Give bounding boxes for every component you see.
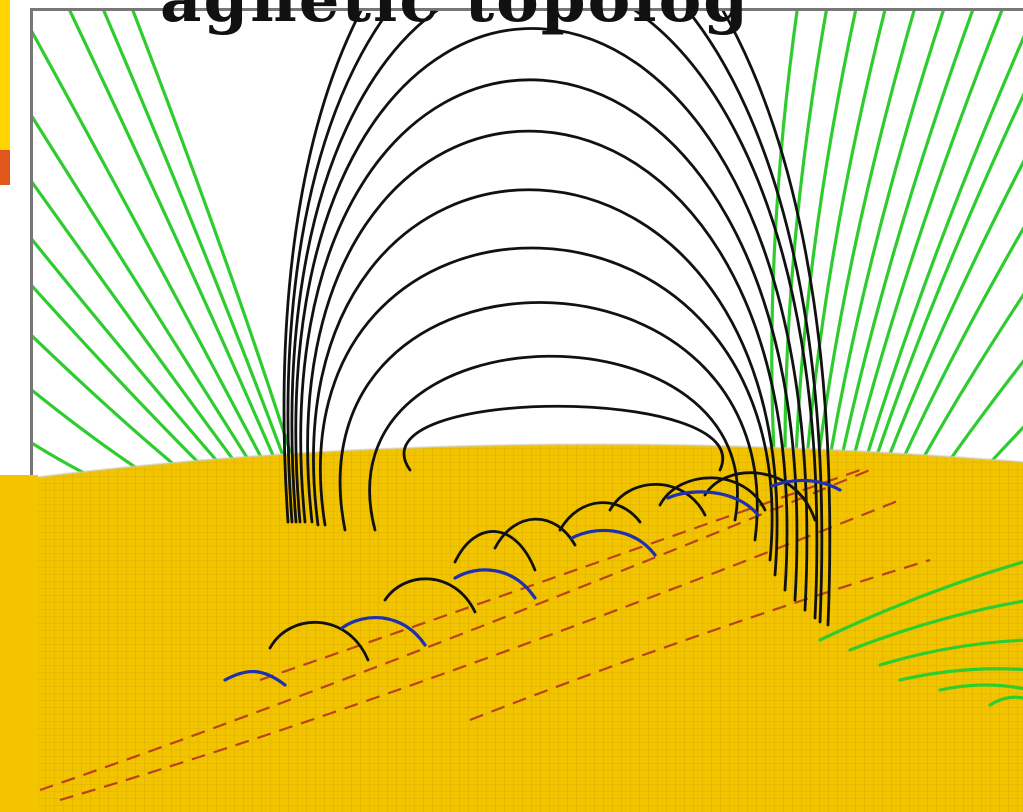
arcade-loop bbox=[268, 620, 370, 662]
left-yellow-block bbox=[0, 475, 38, 812]
low-loop bbox=[453, 568, 537, 600]
closed-field-line bbox=[282, 8, 832, 627]
arcade-loop bbox=[703, 471, 817, 522]
open-field-line-front bbox=[848, 599, 1023, 652]
closed-field-line bbox=[338, 301, 759, 542]
solar-surface bbox=[30, 443, 1023, 812]
open-field-line-front bbox=[988, 695, 1023, 707]
closed-field-line bbox=[299, 78, 799, 602]
neutral-line-segment bbox=[259, 468, 861, 682]
closed-field-line bbox=[290, 8, 819, 620]
neutral-line-segment bbox=[469, 558, 931, 722]
low-loop bbox=[340, 616, 427, 647]
open-field-lines-front bbox=[818, 560, 1023, 707]
closed-field-line bbox=[286, 8, 824, 624]
low-loop bbox=[223, 669, 287, 687]
arcade-loop bbox=[453, 530, 537, 572]
neutral-line-segment bbox=[59, 498, 901, 802]
neutral-line-segment bbox=[39, 468, 871, 792]
left-color-strip bbox=[0, 0, 10, 185]
closed-field-line bbox=[294, 27, 809, 612]
arcade-loop bbox=[658, 476, 767, 512]
left-strip-orange bbox=[0, 150, 10, 185]
arcade-loop bbox=[608, 482, 707, 517]
closed-field-line bbox=[312, 188, 779, 577]
low-loop bbox=[666, 490, 760, 517]
closed-field-line bbox=[402, 404, 725, 472]
arcade-loop bbox=[558, 501, 642, 532]
low-loop bbox=[570, 528, 657, 557]
closed-field-line bbox=[306, 129, 789, 592]
open-field-line-front bbox=[818, 560, 1023, 642]
low-lying-loops bbox=[223, 478, 842, 687]
left-strip-yellow bbox=[0, 0, 10, 150]
polarity-inversion-line bbox=[39, 468, 931, 802]
arcade-loop bbox=[493, 517, 577, 550]
closed-field-line bbox=[368, 354, 739, 532]
open-field-line-front bbox=[878, 638, 1023, 667]
closed-field-line bbox=[318, 246, 774, 562]
open-field-line-front bbox=[938, 683, 1023, 692]
closed-field-lines bbox=[268, 8, 832, 662]
partial-title: agnetic topolog bbox=[160, 0, 750, 37]
open-field-line-front bbox=[898, 667, 1023, 682]
low-loop bbox=[770, 478, 842, 492]
arcade-loop bbox=[383, 577, 477, 614]
